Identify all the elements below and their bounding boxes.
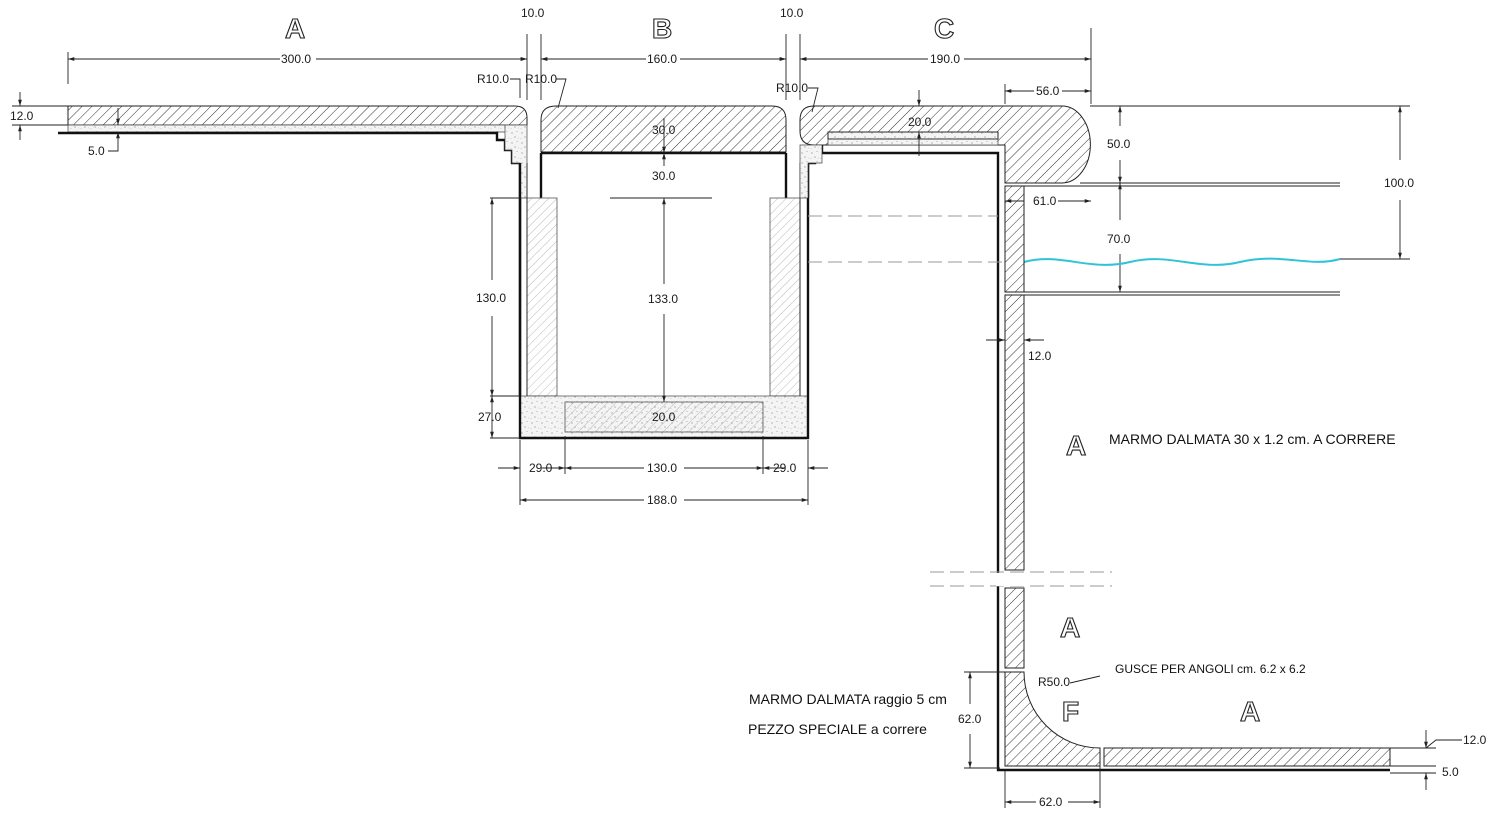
leader-radius-a [510, 78, 521, 98]
dim-top-c: 190.0 [930, 52, 960, 66]
section-label-a-lower: A [1060, 612, 1080, 643]
left-deck [12, 92, 528, 396]
pool-wall [930, 185, 1112, 669]
grate [539, 105, 788, 198]
dim-bottom-inner: 130.0 [647, 461, 677, 475]
note-marble-f-line2: PEZZO SPECIALE a correre [748, 721, 927, 737]
section-label-b: B [652, 13, 672, 44]
dim-left-thickness: 12.0 [10, 109, 34, 123]
dim-radius-a: R10.0 [477, 72, 509, 86]
dim-bottom-total: 188.0 [647, 493, 677, 507]
leader-radius-b [556, 78, 567, 109]
section-label-a-floor: A [1240, 696, 1260, 727]
section-label-a: A [285, 13, 305, 44]
dim-water-level: 70.0 [1107, 232, 1131, 246]
water-surface [1023, 257, 1341, 266]
leader-cove-radius [1069, 675, 1101, 684]
dim-nose-height: 50.0 [1107, 137, 1131, 151]
dim-total-height: 100.0 [1384, 176, 1414, 190]
section-label-f: F [1062, 696, 1079, 727]
gutter-channel [518, 163, 810, 440]
dim-top-gap-2: 10.0 [780, 6, 804, 20]
note-marble-a: MARMO DALMATA 30 x 1.2 cm. A CORRERE [1109, 431, 1396, 447]
cove-piece [1004, 671, 1391, 767]
dim-radius-b: R10.0 [525, 72, 557, 86]
dim-floor-bed: 5.0 [1442, 765, 1459, 779]
section-label-a-wall: A [1066, 430, 1086, 461]
top-dimension-chain [67, 28, 1092, 104]
dim-wall-offset: 61.0 [1033, 194, 1057, 208]
coping [799, 105, 1390, 772]
dim-radius-c: R10.0 [776, 81, 808, 95]
note-cove-pieces: GUSCE PER ANGOLI cm. 6.2 x 6.2 [1115, 662, 1306, 676]
dim-nose-width: 56.0 [1036, 84, 1060, 98]
dim-left-bed: 5.0 [88, 144, 105, 158]
dim-cove-radius: R50.0 [1038, 675, 1070, 689]
dim-c-inset: 20.0 [908, 115, 932, 129]
dim-channel-floor: 20.0 [652, 410, 676, 424]
channel-bottom-dimensions [498, 436, 828, 505]
leader-radius-c [808, 87, 819, 113]
dim-channel-depth: 133.0 [648, 292, 678, 306]
dim-top-gap-1: 10.0 [521, 6, 545, 20]
dim-grate-depth: 30.0 [652, 169, 676, 183]
dim-top-a: 300.0 [281, 52, 311, 66]
dim-channel-base: 27.0 [478, 410, 502, 424]
dim-channel-wall-height: 130.0 [476, 291, 506, 305]
section-label-c: C [934, 13, 954, 44]
dim-bottom-side-right: 29.0 [773, 461, 797, 475]
dim-floor-thickness: 12.0 [1463, 733, 1487, 747]
dim-wall-thickness: 12.0 [1028, 349, 1052, 363]
note-marble-f-line1: MARMO DALMATA raggio 5 cm [749, 691, 947, 707]
dim-top-b: 160.0 [647, 52, 677, 66]
dim-bottom-side-left: 29.0 [529, 461, 553, 475]
dim-cove-height: 62.0 [958, 712, 982, 726]
dim-cove-width: 62.0 [1039, 795, 1063, 809]
